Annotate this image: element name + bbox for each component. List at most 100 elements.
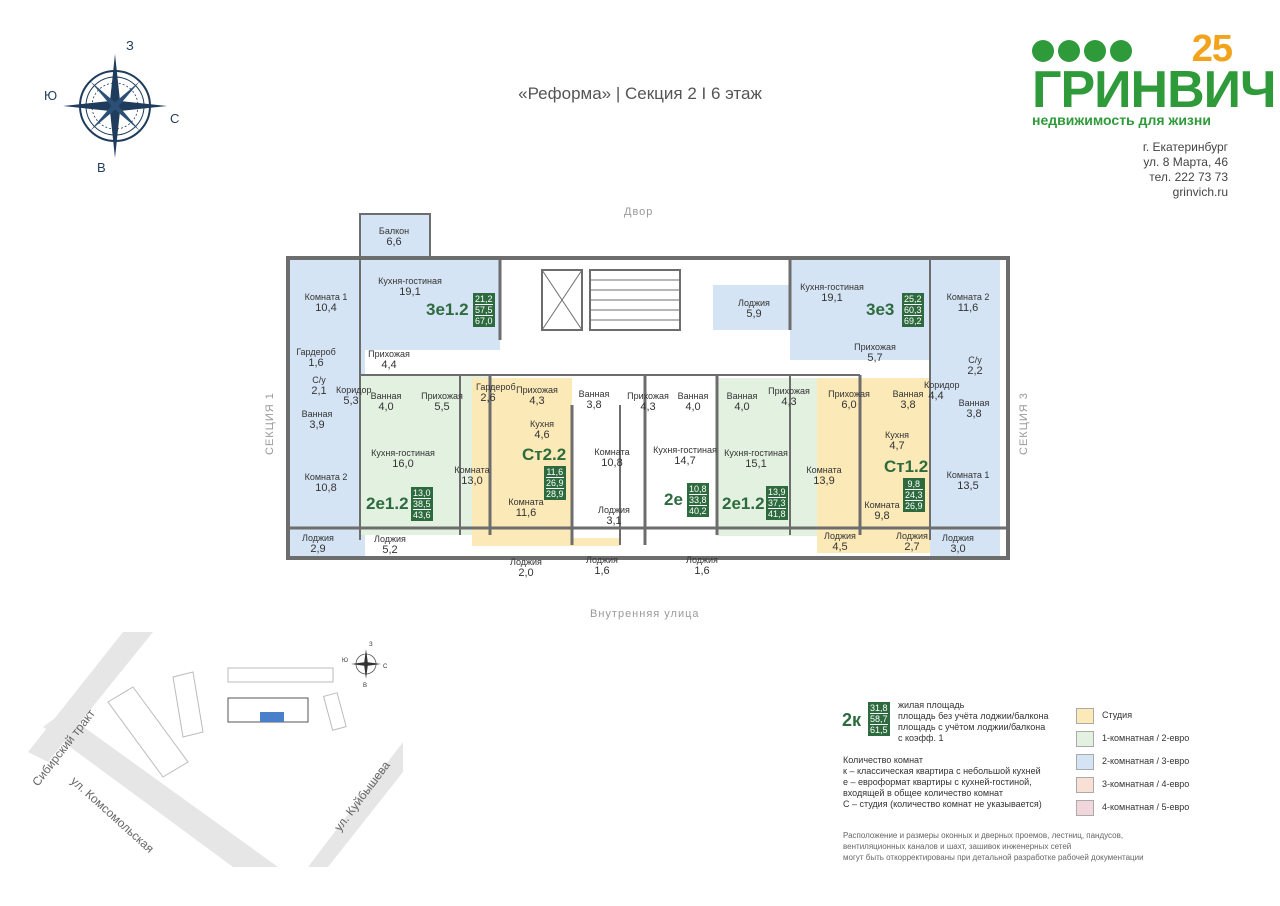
legend-swatch-3room — [1076, 777, 1094, 793]
legend-badge-explanation: жилая площадь площадь без учёта лоджии/б… — [898, 700, 1049, 743]
site-compass: З В С Ю — [342, 642, 388, 689]
legend-label-2room: 2-комнатная / 3-евро — [1102, 756, 1190, 766]
section-1-label: СЕКЦИЯ 1 — [264, 392, 276, 455]
legend-label-studio: Студия — [1102, 710, 1133, 720]
floor-plan — [286, 213, 1010, 560]
contact-phone[interactable]: тел. 222 73 73 — [1149, 170, 1228, 184]
outer-wall — [286, 256, 1010, 560]
compass-e: С — [170, 111, 179, 126]
contact-address: ул. 8 Марта, 46 — [1143, 155, 1228, 169]
contacts: г. Екатеринбург ул. 8 Марта, 46 тел. 222… — [1143, 140, 1228, 200]
legend-swatch-4room — [1076, 800, 1094, 816]
apt-code: 3е3 — [866, 300, 895, 319]
yard-label: Двор — [624, 206, 654, 218]
svg-text:Ю: Ю — [342, 658, 348, 664]
contact-city: г. Екатеринбург — [1142, 140, 1228, 154]
logo-dots — [1032, 40, 1136, 67]
compass-n: З — [126, 38, 134, 53]
legend-label-4room: 4-комнатная / 5-евро — [1102, 802, 1190, 812]
logo-tagline: недвижимость для жизни — [1032, 112, 1211, 128]
logo-wordmark: ГРИНВИЧ — [1032, 61, 1277, 119]
legend-label-3room: 3-комнатная / 4-евро — [1102, 779, 1190, 789]
brand-logo: 25 ГРИНВИЧ недвижимость для жизни — [1032, 28, 1277, 138]
apt-code: 3е1.2 — [426, 300, 469, 319]
apt-code: Ст2.2 — [522, 445, 567, 464]
logo-number: 25 — [1191, 28, 1233, 70]
contact-site[interactable]: grinvich.ru — [1172, 185, 1228, 199]
apt-st12-area — [817, 378, 932, 553]
legend-swatch-studio — [1076, 708, 1094, 724]
compass-rose: З В С Ю — [44, 38, 179, 175]
apt-3e3-side — [930, 260, 1000, 560]
legend-label-1room: 1-комнатная / 2-евро — [1102, 733, 1190, 743]
legend-swatch-2room — [1076, 754, 1094, 770]
legend-disclaimer: Расположение и размеры оконных и дверных… — [843, 831, 1144, 862]
apt-code: 2е1.2 — [366, 494, 409, 513]
elevator-cross — [541, 269, 583, 331]
apt-code: Ст1.2 — [884, 457, 929, 476]
legend-sample-code: 2к — [842, 710, 862, 730]
apt-code: 2е1.2 — [722, 494, 765, 513]
svg-text:В: В — [363, 683, 367, 689]
elevator-shaft — [541, 269, 583, 331]
compass-s: В — [97, 160, 106, 175]
compass-w: Ю — [44, 88, 57, 103]
loggia-right-top — [713, 285, 793, 330]
legend-swatch-1room — [1076, 731, 1094, 747]
staircase — [589, 269, 681, 331]
legend-room-count: Количество комнат к – классическая кварт… — [843, 755, 1042, 809]
site-map: З В С Ю Сибирский тракт ул. Комсомольска… — [28, 632, 403, 867]
page-title: «Реформа» | Секция 2 I 6 этаж — [518, 84, 762, 103]
svg-text:З: З — [369, 642, 373, 648]
